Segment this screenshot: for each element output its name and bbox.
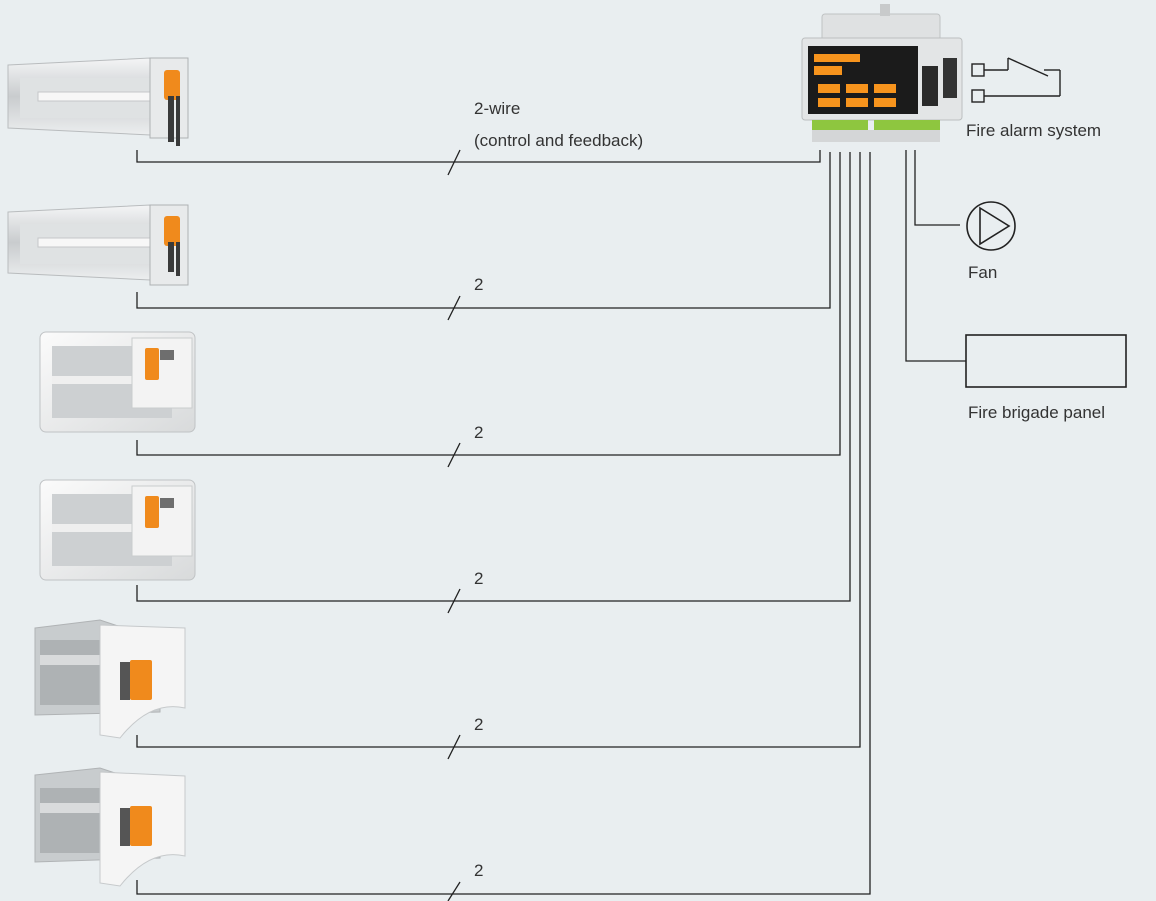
wire-damper-1 — [136, 150, 821, 163]
wire-count-label-5: 2 — [474, 715, 483, 734]
damper-1 — [7, 57, 189, 146]
wiring — [136, 149, 966, 901]
wire-damper-5 — [136, 152, 861, 748]
wire-damper-2 — [136, 152, 831, 309]
main-wire-label-line1: 2-wire — [474, 99, 520, 118]
wire-fire-brigade — [905, 150, 966, 362]
wire-count-label-3: 2 — [474, 423, 483, 442]
fan-label: Fan — [968, 263, 997, 282]
wire-fan — [914, 150, 960, 226]
relay-contact-icon — [971, 57, 1061, 103]
damper-5 — [34, 619, 186, 739]
wire-damper-3 — [136, 152, 841, 456]
fire-brigade-panel-box — [965, 334, 1127, 388]
fan-icon — [966, 201, 1016, 251]
damper-6 — [34, 767, 186, 887]
damper-3 — [39, 331, 196, 433]
wire-count-label-2: 2 — [474, 275, 483, 294]
fire-alarm-label: Fire alarm system — [966, 121, 1101, 140]
damper-2 — [7, 204, 189, 286]
wire-damper-4 — [136, 152, 851, 602]
wire-damper-6 — [136, 152, 871, 895]
damper-4 — [39, 479, 196, 581]
wire-count-label-4: 2 — [474, 569, 483, 588]
main-wire-label-line2: (control and feedback) — [474, 131, 643, 150]
controller-module — [801, 4, 963, 142]
fire-brigade-label: Fire brigade panel — [968, 403, 1105, 422]
wire-count-label-6: 2 — [474, 861, 483, 880]
